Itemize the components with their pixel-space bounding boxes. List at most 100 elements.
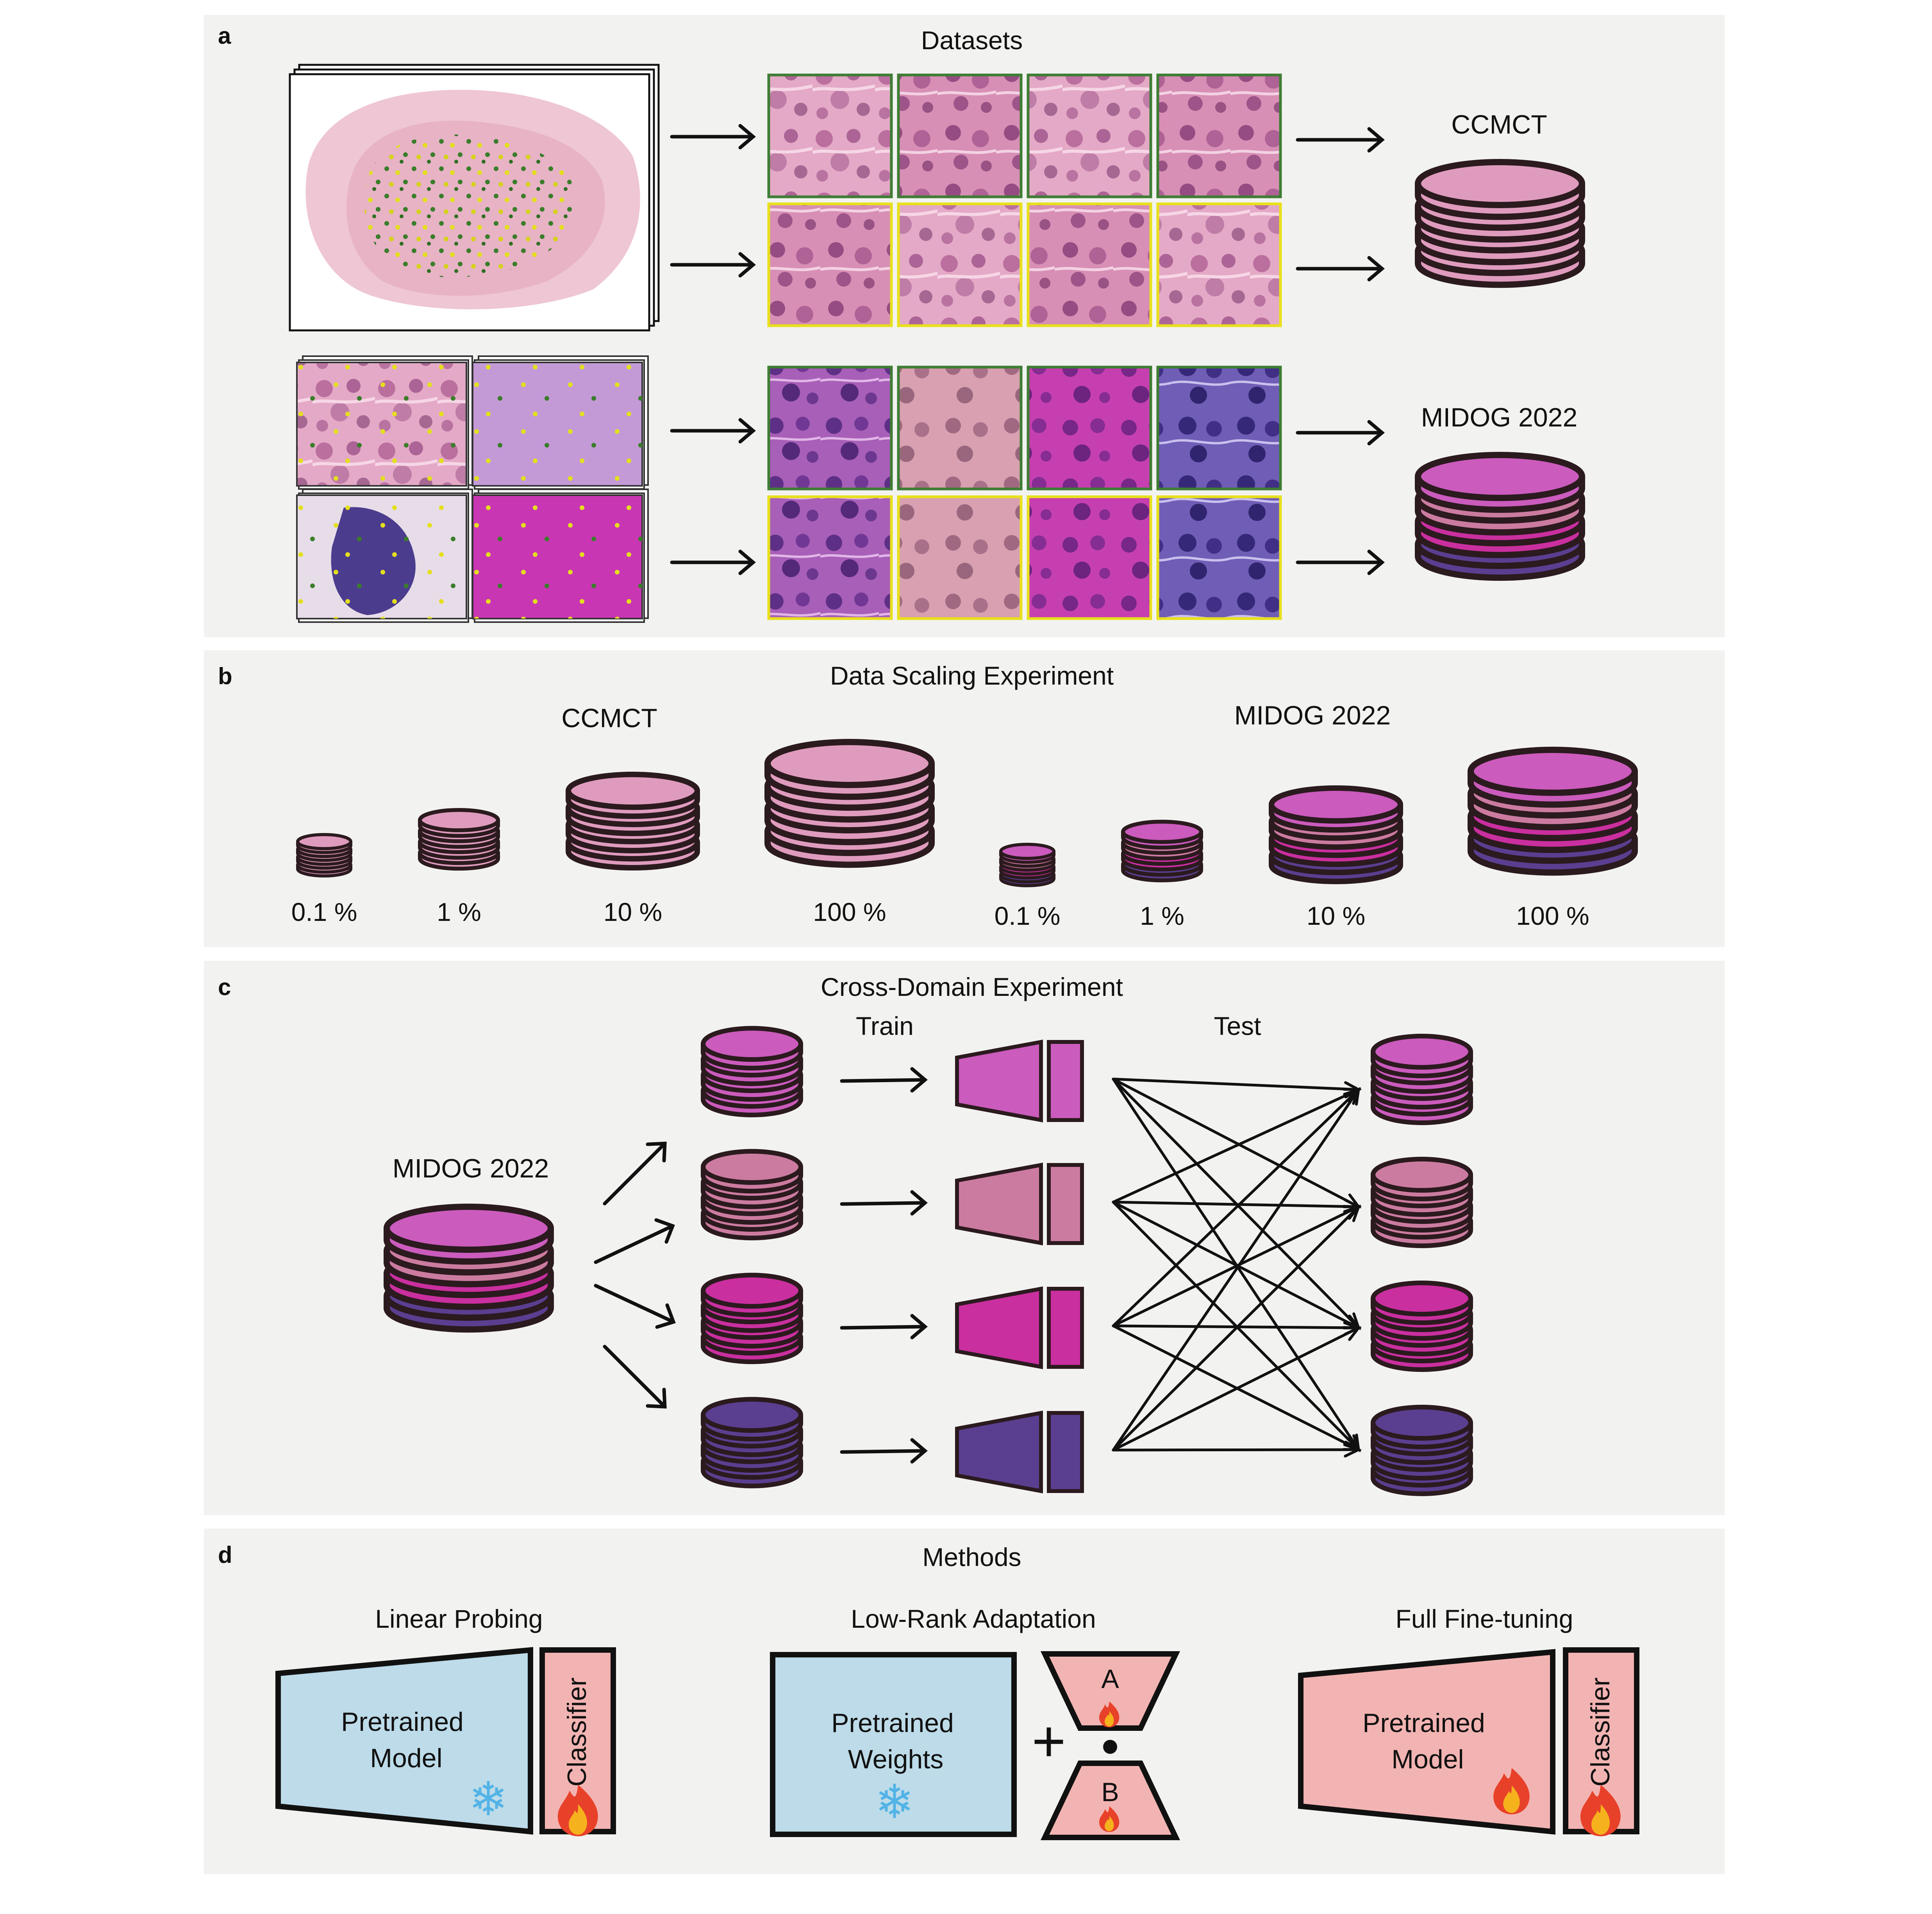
ccmct-group-label: CCMCT bbox=[561, 703, 657, 733]
ff-model-label-2: Model bbox=[1391, 1745, 1464, 1774]
ff-pretrained-model-shape bbox=[1298, 1649, 1555, 1835]
test-label: Test bbox=[1214, 1011, 1261, 1040]
test-arrow bbox=[1112, 1088, 1360, 1327]
train-stack-4 bbox=[701, 1397, 803, 1488]
ccmct-level-3: 10 % bbox=[604, 897, 662, 926]
slide-to-patch-arrows bbox=[670, 124, 756, 575]
panel-a-letter: a bbox=[218, 23, 231, 49]
linear-probing-title: Linear Probing bbox=[375, 1604, 543, 1633]
ff-model-label-1: Pretrained bbox=[1362, 1708, 1485, 1738]
train-stack-3-layer-top bbox=[701, 1273, 803, 1309]
midog-label: MIDOG 2022 bbox=[1421, 403, 1578, 432]
train-label: Train bbox=[856, 1011, 914, 1040]
ccmct-level-2: 1 % bbox=[437, 897, 481, 926]
panel-d: d Methods Linear Probing Pretrained Mode… bbox=[218, 1542, 1639, 1840]
patch-to-dataset-arrows bbox=[1296, 127, 1385, 575]
ccmct-label: CCMCT bbox=[1451, 110, 1547, 139]
split-arrows bbox=[594, 1142, 676, 1409]
train-stack-3 bbox=[701, 1273, 803, 1364]
test-arrow bbox=[1112, 1077, 1360, 1091]
train-stack-4-layer-top bbox=[701, 1397, 803, 1433]
domain-head-3 bbox=[1047, 1287, 1084, 1369]
panel-c-letter: c bbox=[218, 974, 231, 1000]
ccmct-dataset-stack bbox=[1415, 159, 1585, 288]
ccmct-imposter-patches bbox=[767, 202, 1282, 327]
ccmct-scale-stack-1 bbox=[296, 833, 352, 878]
panel-c-title: Cross-Domain Experiment bbox=[821, 972, 1123, 1001]
domain-model-1 bbox=[955, 1039, 1084, 1123]
flame-icon bbox=[1580, 1785, 1621, 1836]
midog-scale-stack-1-layer-top bbox=[999, 843, 1055, 860]
ccmct-scale-stack-4 bbox=[764, 739, 935, 868]
full-finetuning-title: Full Fine-tuning bbox=[1396, 1604, 1573, 1633]
test-arrow bbox=[1112, 1200, 1360, 1208]
panel-b-title: Data Scaling Experiment bbox=[830, 661, 1114, 690]
dataset-stacks bbox=[296, 159, 1638, 1496]
test-arrow bbox=[1112, 1088, 1360, 1452]
domain-head-2 bbox=[1047, 1163, 1084, 1245]
domain-model-4 bbox=[955, 1410, 1084, 1494]
domain-model-3 bbox=[955, 1286, 1084, 1370]
lp-model-label-1: Pretrained bbox=[341, 1707, 464, 1737]
lp-model-label-2: Model bbox=[370, 1743, 442, 1773]
train-arrows bbox=[840, 1067, 928, 1464]
domain-head-4 bbox=[1047, 1411, 1084, 1493]
midog-level-1: 0.1 % bbox=[995, 901, 1061, 930]
train-stack-2-layer-top bbox=[701, 1149, 803, 1185]
test-arrow bbox=[1112, 1205, 1360, 1327]
panel-a: a Datasets bbox=[218, 23, 1578, 623]
midog-scale-stack-3 bbox=[1269, 785, 1403, 885]
ff-classifier-label: Classifier bbox=[1586, 1677, 1615, 1787]
train-stack-1 bbox=[701, 1026, 803, 1117]
ccmct-scale-stack-3-layer-top bbox=[566, 772, 700, 810]
snowflake-icon: ❄ bbox=[875, 1776, 914, 1828]
midog-dataset-stack bbox=[1415, 452, 1585, 581]
lora-matrix-b-label: B bbox=[1101, 1777, 1119, 1807]
lora-product-dot bbox=[1103, 1740, 1117, 1754]
lora-weights-label-1: Pretrained bbox=[831, 1708, 954, 1738]
lora-matrix-b-shape bbox=[1040, 1761, 1180, 1840]
panel-b-letter: b bbox=[218, 663, 232, 689]
lora-matrix-a-shape bbox=[1040, 1651, 1180, 1731]
midog-scale-stack-4 bbox=[1468, 747, 1638, 876]
midog-imposter-patches bbox=[767, 495, 1282, 620]
ccmct-scale-stack-4-layer-top bbox=[764, 739, 935, 788]
ccmct-level-4: 100 % bbox=[813, 897, 886, 926]
lp-classifier-label: Classifier bbox=[562, 1677, 592, 1787]
domain-head-1 bbox=[1047, 1040, 1084, 1122]
test-arrows bbox=[1112, 1077, 1362, 1458]
test-stack-1-layer-top bbox=[1371, 1034, 1473, 1070]
test-arrow bbox=[1112, 1088, 1360, 1204]
ccmct-scale-stack-2-layer-top bbox=[418, 808, 500, 832]
test-arrowhead bbox=[1344, 1442, 1362, 1458]
midog-scale-stack-3-layer-top bbox=[1269, 785, 1403, 824]
plus-sign: + bbox=[1032, 1708, 1066, 1774]
test-stack-4 bbox=[1371, 1405, 1473, 1496]
test-arrowhead bbox=[1343, 1204, 1361, 1222]
flame-icon bbox=[1099, 1806, 1120, 1832]
domain-encoder-1 bbox=[955, 1039, 1043, 1123]
ccmct-scale-stack-3 bbox=[566, 772, 700, 871]
midog-group-label: MIDOG 2022 bbox=[1234, 701, 1391, 730]
lora-pretrained-weights-box bbox=[770, 1652, 1017, 1837]
test-arrow bbox=[1112, 1326, 1360, 1452]
panel-d-letter: d bbox=[218, 1542, 232, 1568]
panel-a-title: Datasets bbox=[921, 26, 1023, 55]
test-stack-2-layer-top bbox=[1371, 1157, 1473, 1193]
domain-encoder-3 bbox=[955, 1286, 1043, 1370]
ccmct-dataset-stack-layer-top bbox=[1415, 159, 1585, 208]
test-arrow bbox=[1112, 1205, 1360, 1452]
midog-level-2: 1 % bbox=[1140, 901, 1184, 930]
midog-level-4: 100 % bbox=[1516, 901, 1589, 930]
flame-icon bbox=[557, 1785, 598, 1836]
test-stack-1 bbox=[1371, 1034, 1473, 1125]
ccmct-level-1: 0.1 % bbox=[291, 897, 357, 926]
test-arrow bbox=[1112, 1077, 1360, 1208]
ccmct-scale-stack-1-layer-top bbox=[296, 833, 352, 850]
midog-level-3: 10 % bbox=[1307, 901, 1365, 930]
domain-encoder-2 bbox=[955, 1162, 1043, 1246]
lp-pretrained-model-shape bbox=[275, 1647, 533, 1835]
lora-matrix-a-label: A bbox=[1101, 1664, 1119, 1694]
test-stack-2 bbox=[1371, 1157, 1473, 1248]
